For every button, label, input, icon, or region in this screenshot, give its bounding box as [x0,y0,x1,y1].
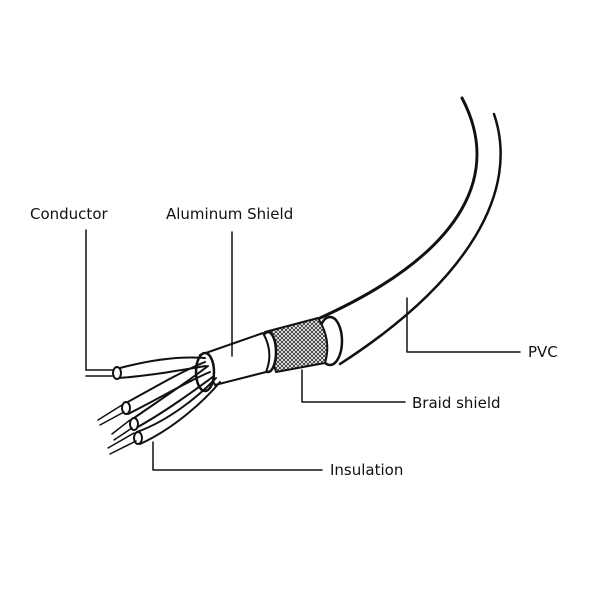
label-insulation: Insulation [330,461,404,479]
label-conductor: Conductor [30,205,108,223]
braid-shield [264,317,329,373]
label-aluminum-shield: Aluminum Shield [166,205,294,223]
insulation-leader [152,441,323,471]
braid-shield-leader [301,369,406,403]
label-pvc: PVC [528,343,558,361]
aluminum-shield [199,332,271,386]
label-braid-shield: Braid shield [412,394,501,412]
pvc-leader [406,297,521,353]
pvc-jacket [318,96,479,320]
